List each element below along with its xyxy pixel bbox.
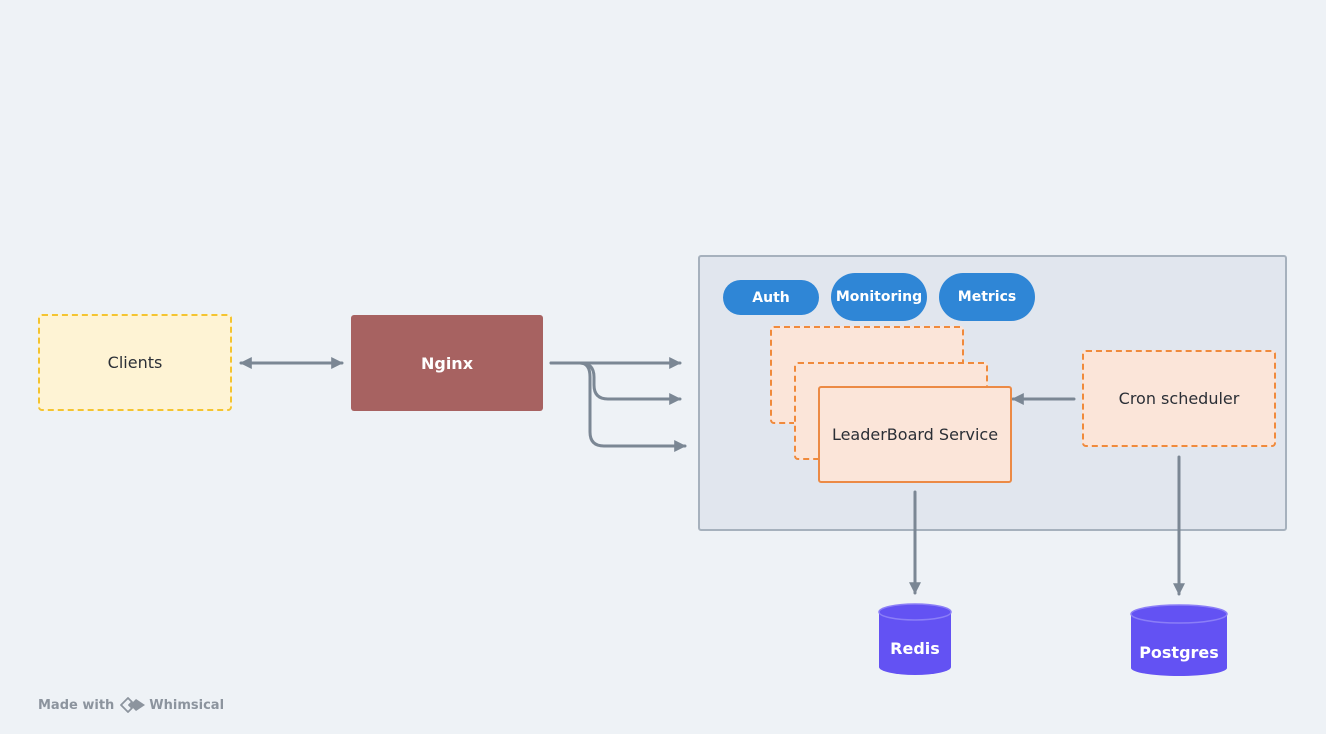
nginx-to-service-arrow-2 xyxy=(549,361,682,405)
cron-scheduler-node[interactable]: Cron scheduler xyxy=(1082,350,1276,447)
auth-label: Auth xyxy=(752,289,790,306)
nginx-node[interactable]: Nginx xyxy=(351,315,543,411)
monitoring-pill[interactable]: Monitoring xyxy=(831,273,927,321)
auth-pill[interactable]: Auth xyxy=(723,280,819,315)
redis-label: Redis xyxy=(890,638,940,658)
cron-label: Cron scheduler xyxy=(1118,389,1240,408)
metrics-label: Metrics xyxy=(957,289,1017,305)
whimsical-logo-icon xyxy=(120,696,146,714)
whimsical-brand-label: Whimsical xyxy=(149,697,225,713)
nginx-label: Nginx xyxy=(420,353,474,373)
metrics-pill[interactable]: Metrics xyxy=(939,273,1035,321)
monitoring-label: Monitoring xyxy=(835,289,923,305)
made-with-label: Made with xyxy=(38,697,115,713)
nginx-to-service-arrow-3 xyxy=(578,361,687,452)
clients-node[interactable]: Clients xyxy=(38,314,232,411)
leaderboard-service-node[interactable]: LeaderBoard Service xyxy=(818,386,1012,483)
postgres-node[interactable]: Postgres xyxy=(1131,634,1227,670)
leaderboard-label: LeaderBoard Service xyxy=(831,425,999,444)
postgres-label: Postgres xyxy=(1139,642,1219,662)
made-with-whimsical-badge[interactable]: Made with Whimsical xyxy=(38,693,224,717)
clients-label: Clients xyxy=(107,353,163,372)
redis-database-icon xyxy=(878,603,952,675)
postgres-database-icon xyxy=(1130,604,1228,676)
redis-node[interactable]: Redis xyxy=(879,630,951,666)
